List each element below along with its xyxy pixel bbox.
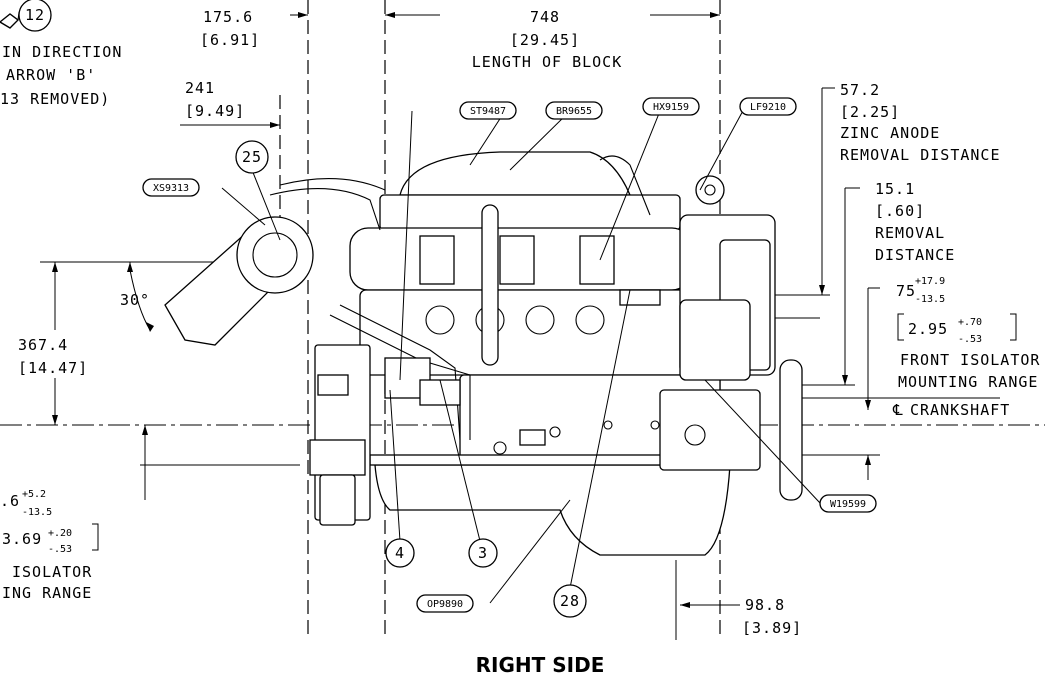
svg-text:241: 241 [185, 79, 215, 97]
dim-angle: 30° [120, 291, 150, 309]
item-balloon-3: 3 [468, 538, 498, 568]
svg-text:ST9487: ST9487 [470, 106, 506, 117]
direction-note: IN DIRECTION ARROW 'B' 13 REMOVED) [0, 43, 122, 108]
item-balloon-4: 4 [385, 538, 415, 568]
svg-text:ZINC ANODE: ZINC ANODE [840, 124, 940, 142]
svg-text:[.60]: [.60] [875, 202, 925, 220]
item-balloon-25: 25 [235, 140, 269, 174]
svg-text:ISOLATOR: ISOLATOR [12, 563, 92, 581]
svg-text:367.4: 367.4 [18, 336, 68, 354]
svg-text:+.70: +.70 [958, 317, 982, 328]
svg-text:REMOVAL: REMOVAL [875, 224, 945, 242]
svg-text:ARROW 'B': ARROW 'B' [6, 66, 96, 84]
svg-text:12: 12 [25, 6, 45, 24]
part-tag-XS9313: XS9313 [142, 178, 200, 197]
item-balloon-28: 28 [553, 584, 587, 618]
svg-text:175.6: 175.6 [203, 8, 253, 26]
svg-text:4: 4 [395, 544, 405, 562]
svg-text:XS9313: XS9313 [153, 183, 189, 194]
part-tag-HX9159: HX9159 [642, 97, 700, 116]
dim-367: 367.4 [14.47] [18, 336, 88, 377]
svg-text:-.53: -.53 [48, 544, 72, 555]
svg-text:+5.2: +5.2 [22, 489, 46, 500]
svg-text:ING RANGE: ING RANGE [2, 584, 92, 602]
leader-lines [221, 106, 821, 604]
svg-text:2.95: 2.95 [908, 320, 948, 338]
dim-zinc: 57.2 [2.25] ZINC ANODE REMOVAL DISTANCE [840, 81, 1001, 164]
svg-text:28: 28 [560, 592, 580, 610]
svg-text:[3.89]: [3.89] [742, 619, 802, 637]
svg-text:[6.91]: [6.91] [200, 31, 260, 49]
svg-text:[9.49]: [9.49] [185, 102, 245, 120]
svg-text:[14.47]: [14.47] [18, 359, 88, 377]
part-tag-ST9487: ST9487 [459, 101, 517, 120]
svg-text:-.53: -.53 [958, 334, 982, 345]
dim-front-isolator: 75 +17.9 -13.5 2.95 +.70 -.53 FRONT ISOL… [896, 276, 1040, 391]
view-title: RIGHT SIDE [476, 653, 605, 677]
svg-text:[2.25]: [2.25] [840, 103, 900, 121]
item-balloon-12: 12 [18, 0, 52, 32]
svg-text:LENGTH OF BLOCK: LENGTH OF BLOCK [472, 53, 622, 71]
dim-748: 748 [29.45] LENGTH OF BLOCK [472, 8, 622, 71]
svg-text:15.1: 15.1 [875, 180, 915, 198]
svg-text:-13.5: -13.5 [22, 507, 52, 518]
svg-text:3.69: 3.69 [2, 530, 42, 548]
svg-text:FRONT ISOLATOR: FRONT ISOLATOR [900, 351, 1040, 369]
svg-text:[29.45]: [29.45] [510, 31, 580, 49]
svg-text:W19599: W19599 [830, 499, 866, 510]
engine-body [164, 151, 803, 556]
svg-text:.6: .6 [0, 492, 20, 510]
svg-text:13 REMOVED): 13 REMOVED) [0, 90, 110, 108]
svg-text:+.20: +.20 [48, 528, 72, 539]
direction-arrow-icon [0, 11, 20, 29]
dim-removal: 15.1 [.60] REMOVAL DISTANCE [875, 180, 955, 264]
svg-text:IN DIRECTION: IN DIRECTION [2, 43, 122, 61]
centerline-icon: ℄ [892, 401, 904, 419]
svg-text:748: 748 [530, 8, 560, 26]
svg-text:REMOVAL DISTANCE: REMOVAL DISTANCE [840, 146, 1001, 164]
svg-text:MOUNTING RANGE: MOUNTING RANGE [898, 373, 1038, 391]
part-tag-W19599: W19599 [819, 494, 877, 513]
svg-text:-13.5: -13.5 [915, 294, 945, 305]
svg-text:DISTANCE: DISTANCE [875, 246, 955, 264]
part-tag-LF9210: LF9210 [739, 97, 797, 116]
part-tag-BR9655: BR9655 [545, 101, 603, 120]
svg-text:3: 3 [478, 544, 488, 562]
svg-text:98.8: 98.8 [745, 596, 785, 614]
svg-text:57.2: 57.2 [840, 81, 880, 99]
svg-text:30°: 30° [120, 291, 150, 309]
svg-text:25: 25 [242, 148, 262, 166]
dim-crankshaft: ℄ CRANKSHAFT [892, 401, 1010, 419]
svg-text:OP9890: OP9890 [427, 599, 463, 610]
svg-text:+17.9: +17.9 [915, 276, 945, 287]
svg-text:HX9159: HX9159 [653, 102, 689, 113]
svg-text:CRANKSHAFT: CRANKSHAFT [910, 401, 1010, 419]
svg-text:LF9210: LF9210 [750, 102, 786, 113]
svg-text:75: 75 [896, 282, 916, 300]
dim-98: 98.8 [3.89] [742, 596, 802, 637]
dim-rear-isolator: .6 +5.2 -13.5 3.69 +.20 -.53 ISOLATOR IN… [0, 489, 99, 602]
dim-175: 175.6 [6.91] [200, 8, 260, 49]
dim-241: 241 [9.49] [185, 79, 245, 120]
svg-text:BR9655: BR9655 [556, 106, 592, 117]
part-tag-OP9890: OP9890 [416, 594, 474, 613]
